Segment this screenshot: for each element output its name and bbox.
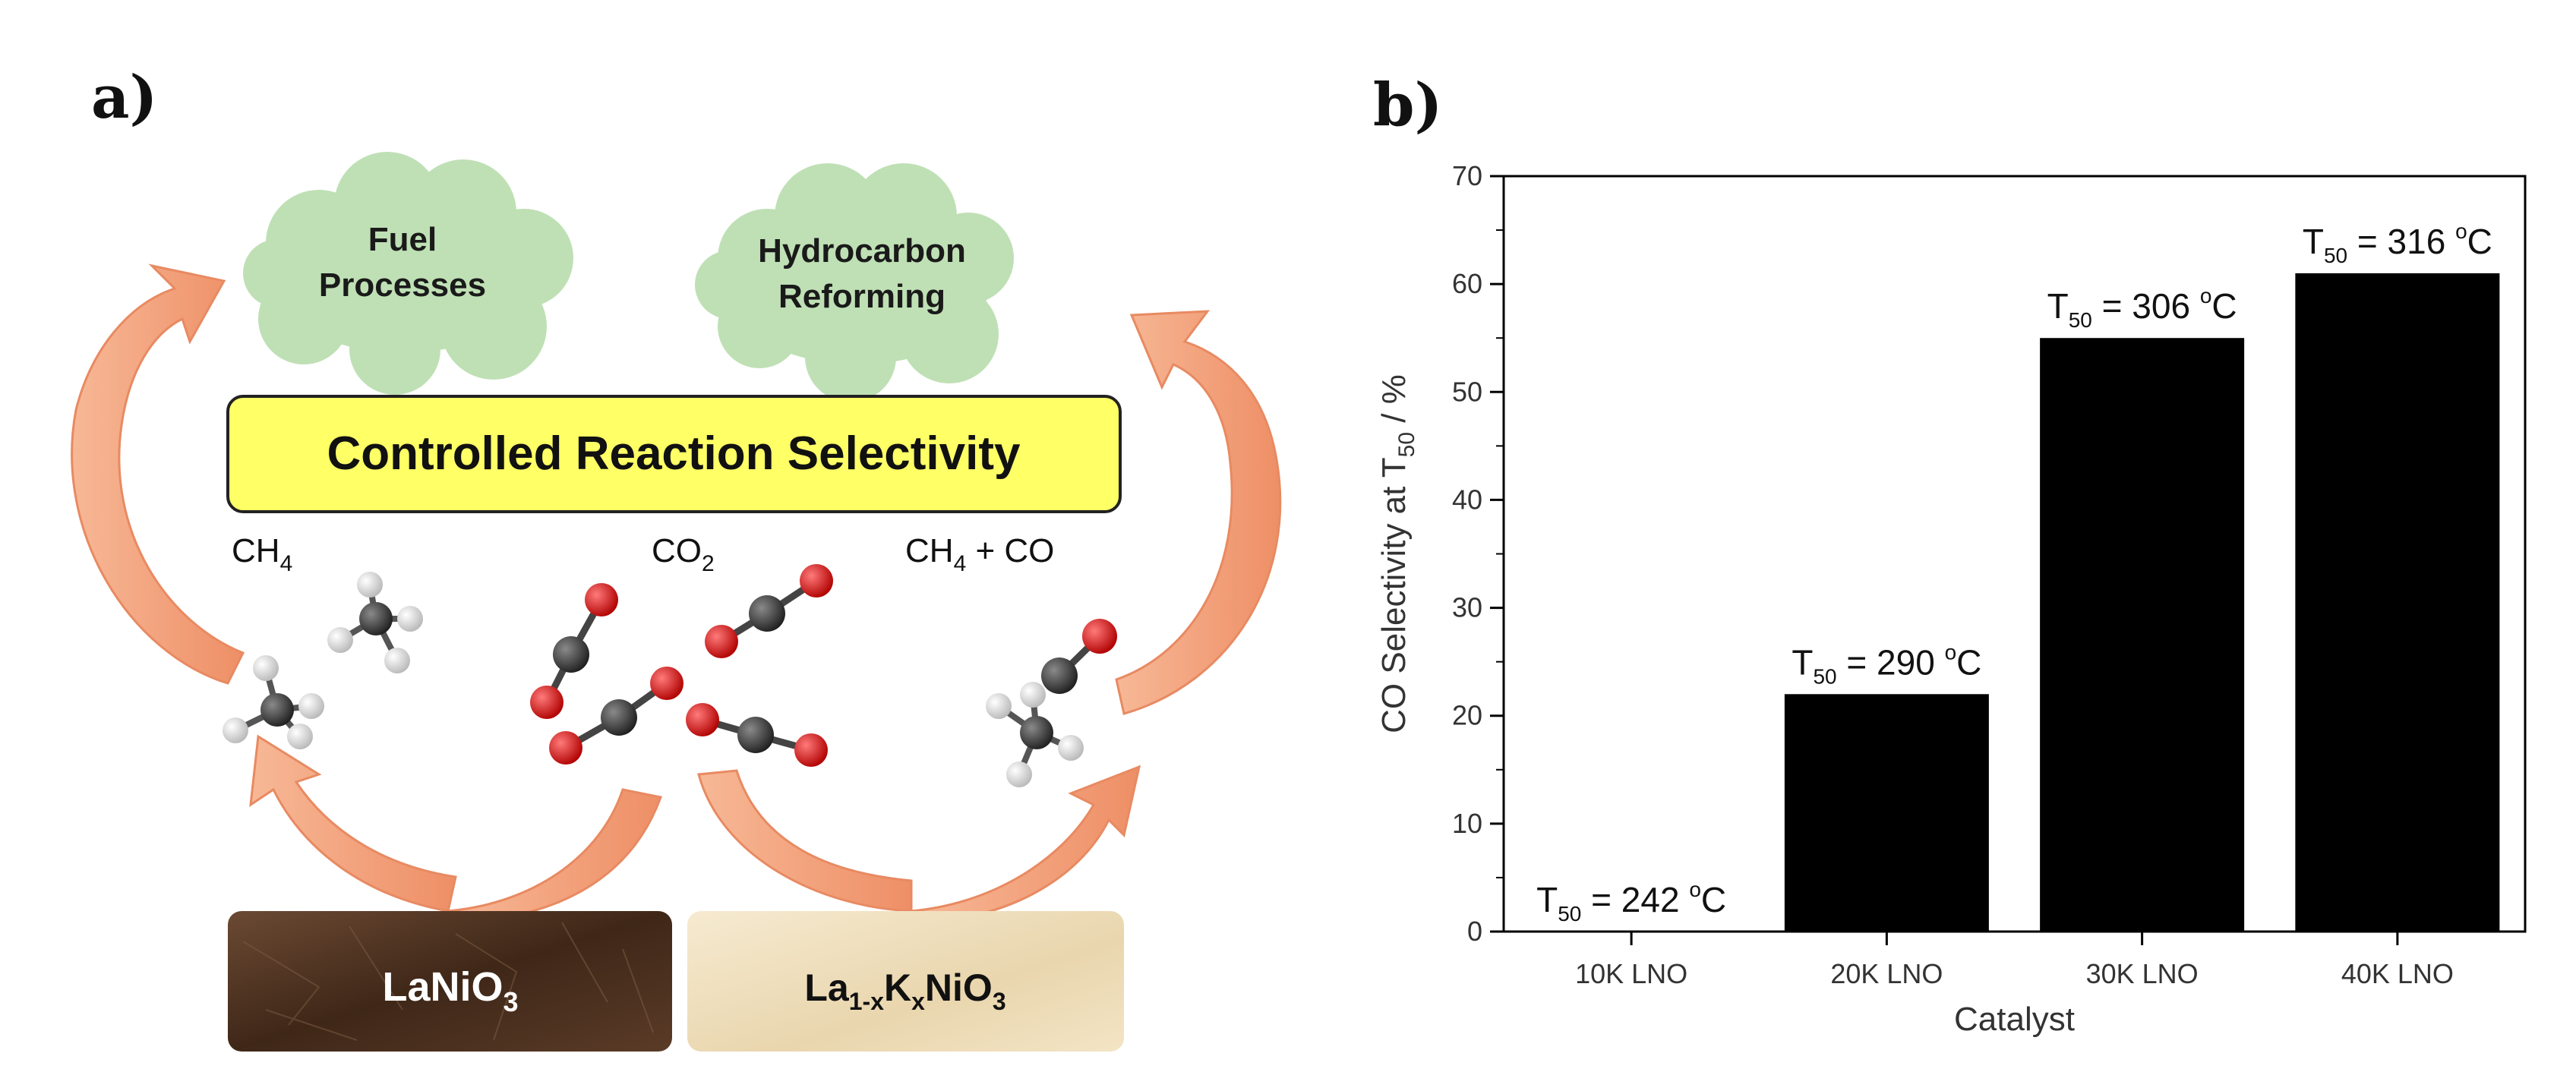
y-tick-label: 40 — [1452, 484, 1482, 515]
bar-data-label: T50 = 290 oC — [1792, 640, 1981, 688]
lanio3-label: LaNiO3 — [382, 964, 518, 1017]
x-tick-label: 20K LNO — [1830, 958, 1943, 989]
methane-molecule-upper — [327, 572, 423, 673]
doped-to-ch4co-arrow — [697, 765, 1141, 924]
y-tick-label: 0 — [1467, 916, 1482, 947]
bar-data-label: T50 = 242 oC — [1536, 878, 1726, 925]
cloud-fuel-line1: Fuel — [368, 221, 437, 258]
panel-a-label: a) — [91, 63, 157, 132]
bar — [1784, 694, 1989, 932]
y-tick-label: 50 — [1452, 376, 1482, 407]
panel-b: b) 0 10 20 30 40 50 60 70 10K LNO T50 = 242 oC 20K… — [1373, 71, 2527, 1038]
bar-chart: 0 10 20 30 40 50 60 70 10K LNO T50 = 242 oC 20K LN… — [1375, 160, 2527, 1038]
label-ch4: CH4 — [232, 532, 292, 576]
co-molecule — [1041, 619, 1117, 694]
label-co2: CO2 — [652, 532, 715, 576]
right-cycle-arrow — [1115, 310, 1282, 715]
y-tick-label: 20 — [1452, 700, 1482, 731]
y-axis-title: CO Selectivity at T50 / % — [1375, 374, 1419, 733]
x-tick-label: 30K LNO — [2086, 958, 2199, 989]
label-ch4-plus-co: CH4 + CO — [905, 532, 1054, 576]
bar — [2295, 273, 2500, 932]
doped-catalyst-box: La1-xKxNiO3 — [687, 911, 1124, 1052]
cloud-hydrocarbon-line1: Hydrocarbon — [758, 232, 966, 270]
lanio3-to-ch4-arrow — [249, 734, 663, 924]
methane-molecule-lower — [223, 655, 324, 749]
cloud-fuel-processes: Fuel Processes — [243, 152, 573, 395]
co2-molecule-4 — [686, 703, 828, 767]
cloud-hydrocarbon-line2: Reforming — [778, 278, 945, 315]
banner-text: Controlled Reaction Selectivity — [327, 427, 1021, 480]
cloud-fuel-line2: Processes — [319, 266, 486, 304]
cloud-hydrocarbon-reforming: Hydrocarbon Reforming — [695, 163, 1014, 402]
lanio3-catalyst-box: LaNiO3 — [228, 911, 672, 1052]
x-tick-label: 10K LNO — [1575, 958, 1687, 989]
panel-a: a) Fuel Processes — [71, 63, 1282, 1052]
left-cycle-arrow — [71, 263, 245, 685]
y-tick-label: 60 — [1452, 268, 1482, 299]
bar-data-label: T50 = 316 oC — [2303, 219, 2492, 267]
y-tick-label: 10 — [1452, 808, 1482, 839]
panel-b-label: b) — [1373, 71, 1442, 140]
selectivity-banner: Controlled Reaction Selectivity — [226, 395, 1122, 513]
x-axis-title: Catalyst — [1954, 1001, 2075, 1038]
doped-label: La1-xKxNiO3 — [804, 966, 1005, 1015]
co2-molecule-2 — [549, 667, 683, 765]
y-tick-label: 70 — [1452, 160, 1482, 191]
co2-molecule-3 — [705, 564, 833, 658]
bar — [2040, 338, 2245, 932]
bar-data-label: T50 = 306 oC — [2047, 284, 2237, 332]
methane-molecule-right — [986, 682, 1084, 787]
co2-molecule-1 — [530, 583, 618, 719]
x-tick-label: 40K LNO — [2341, 958, 2454, 989]
y-tick-label: 30 — [1452, 592, 1482, 623]
